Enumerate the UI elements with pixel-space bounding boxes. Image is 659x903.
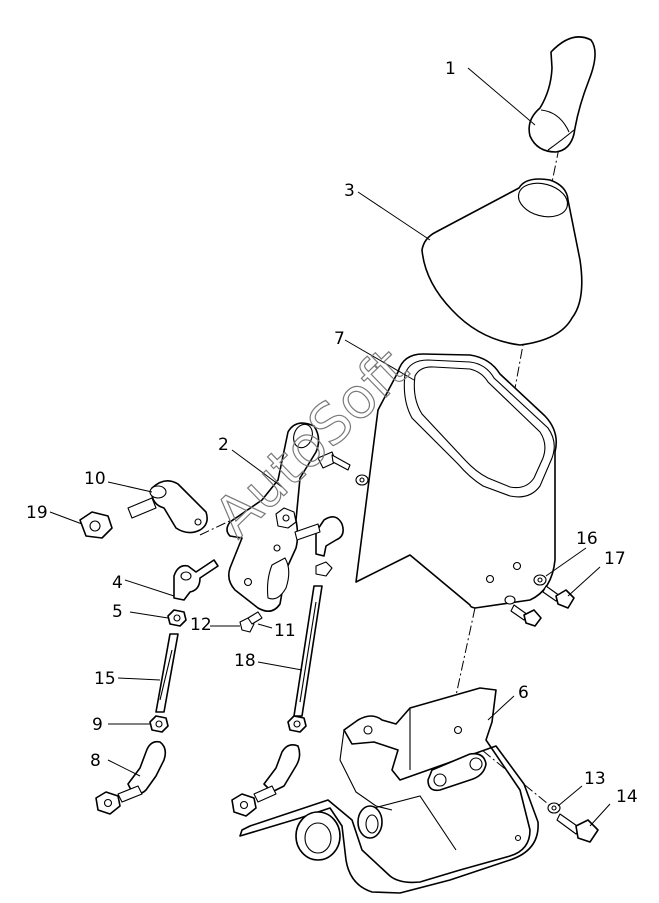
rod-end-lower-right (231, 744, 301, 817)
label-9: 9 (92, 715, 103, 735)
part-4-rod-end (173, 559, 219, 601)
part-18-rod (287, 585, 323, 733)
label-7: 7 (334, 329, 345, 349)
part-1-shift-knob (528, 36, 596, 153)
label-5: 5 (112, 602, 123, 622)
bolt-upper-lever (317, 451, 369, 486)
bolt-set-13-14 (547, 802, 599, 843)
label-18: 18 (234, 651, 256, 671)
part-7-console-housing (355, 353, 558, 609)
nut-lever-pivot (275, 507, 297, 529)
label-6: 6 (518, 683, 529, 703)
part-15-rod (155, 633, 179, 713)
label-8: 8 (90, 751, 101, 771)
label-2: 2 (218, 435, 229, 455)
label-17: 17 (604, 549, 626, 569)
part-19-flange-nut (79, 511, 113, 539)
part-6-base-bracket (239, 687, 539, 894)
label-19: 19 (26, 503, 48, 523)
part-3-shift-boot (421, 178, 583, 346)
part-9-nut (149, 715, 169, 733)
part-8-rod-end-lower (95, 740, 167, 815)
label-13: 13 (584, 769, 606, 789)
part-5-nut (167, 609, 187, 627)
label-14: 14 (616, 787, 638, 807)
label-leaders (49, 67, 611, 827)
label-3: 3 (344, 181, 355, 201)
label-11: 11 (274, 621, 296, 641)
label-15: 15 (94, 669, 116, 689)
label-12: 12 (190, 615, 212, 635)
label-4: 4 (112, 573, 123, 593)
part-12-bolt (239, 611, 263, 633)
label-1: 1 (445, 59, 456, 79)
ball-joint-right (294, 516, 344, 577)
callout-labels: 1 2 3 4 5 6 7 8 9 10 11 12 13 14 15 16 1… (26, 59, 638, 807)
label-10: 10 (84, 469, 106, 489)
bolt-set-16-17 (504, 574, 575, 627)
label-16: 16 (576, 529, 598, 549)
part-2-lever-bracket (226, 422, 320, 612)
part-10-ball-joint (127, 480, 208, 534)
